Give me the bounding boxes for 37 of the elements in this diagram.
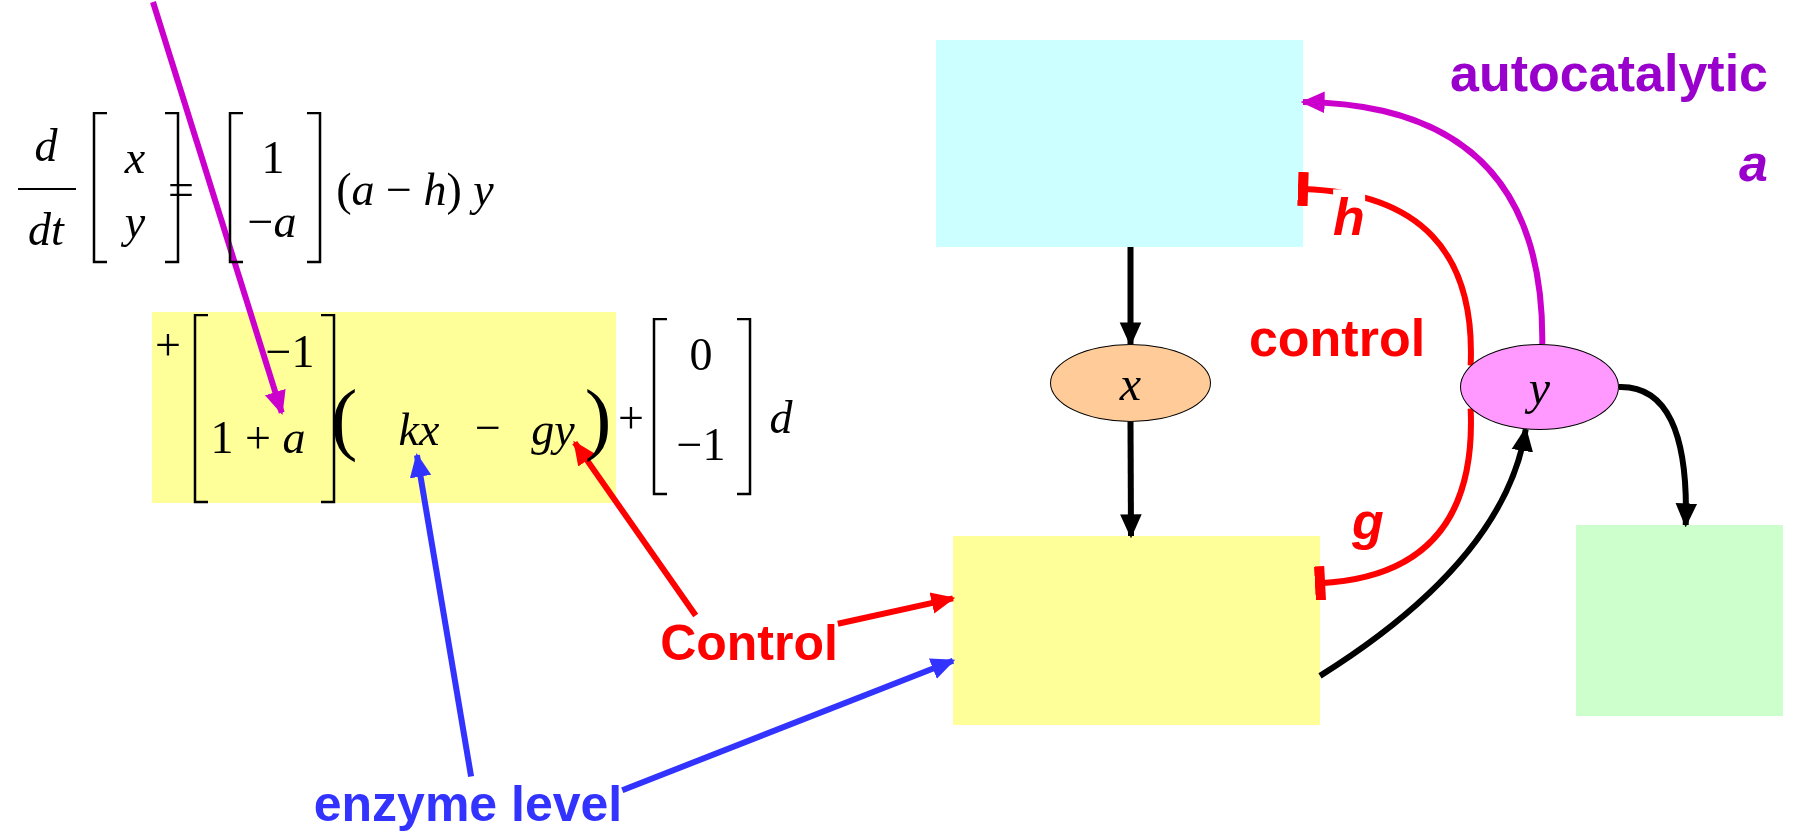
arrow [1318,427,1532,679]
ellipse-node: y [1460,344,1619,430]
callout-text: Control [660,615,838,671]
math-symbol: −a [247,196,297,248]
callout-text: enzyme level [313,776,623,832]
edge-label: autocatalytic a [1449,43,1768,194]
leader-arrow [572,440,699,618]
math-symbol: ) [584,374,612,462]
arrow [1300,92,1546,345]
math-symbol: d [34,120,58,172]
leader-arrow [837,592,956,627]
arrow [1119,247,1142,347]
math-symbol: − [475,402,501,454]
ellipse-node: x [1050,344,1211,422]
math-symbol: 1 [261,132,285,184]
leader-arrow [1618,384,1697,528]
math-symbol: ( [330,374,358,462]
process-box [936,40,1303,247]
process-box [1576,525,1783,716]
math-term: 1 + a [210,412,306,464]
leader-arrow [621,657,956,794]
leader-arrow [1120,422,1142,539]
highlight-band [152,312,616,503]
math-symbol: + [155,319,181,371]
math-symbol: x [124,132,146,184]
math-symbol: d [769,392,793,444]
math-symbol: −1 [265,326,315,378]
math-symbol: dt [28,204,64,256]
math-symbol: −1 [676,419,726,471]
leader-arrow [150,1,286,415]
math-term: gy [531,404,575,456]
math-term: kx [398,404,440,456]
math-symbol: + [618,392,644,444]
math-symbol: (a − h) y [336,164,494,216]
leader-arrow [409,452,475,777]
math-symbol: 0 [689,329,713,381]
process-box [953,536,1320,725]
